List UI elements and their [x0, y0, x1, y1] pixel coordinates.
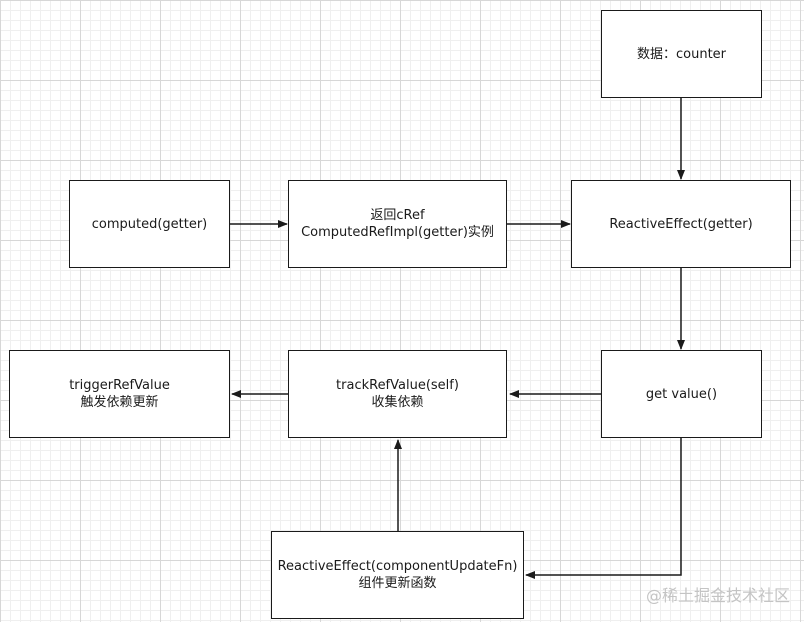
node-trigger-ref-value-line1: triggerRefValue: [69, 378, 170, 393]
node-reactive-effect-getter-label: ReactiveEffect(getter): [609, 216, 753, 232]
node-reactive-effect-component: ReactiveEffect(componentUpdateFn) 组件更新函数: [271, 531, 524, 619]
edge-get-value-to-component-effect: [525, 438, 682, 579]
node-data-counter-label: 数据：counter: [636, 46, 727, 62]
node-data-counter: 数据：counter: [601, 10, 762, 98]
watermark: @稀土掘金技术社区: [645, 586, 790, 605]
node-reactive-effect-component-line2: 组件更新函数: [358, 576, 437, 591]
node-get-value-label: get value(): [645, 386, 718, 402]
node-track-ref-value-line1: trackRefValue(self): [336, 378, 459, 393]
node-computed-ref-impl-line2: ComputedRefImpl(getter)实例: [301, 225, 494, 240]
node-trigger-ref-value: triggerRefValue 触发依赖更新: [9, 350, 230, 438]
node-computed-getter: computed(getter): [69, 180, 230, 268]
node-computed-ref-impl: 返回cRef ComputedRefImpl(getter)实例: [288, 180, 507, 268]
node-reactive-effect-component-line1: ReactiveEffect(componentUpdateFn): [277, 559, 518, 574]
node-get-value: get value(): [601, 350, 762, 438]
node-reactive-effect-getter: ReactiveEffect(getter): [571, 180, 791, 268]
node-trigger-ref-value-line2: 触发依赖更新: [80, 395, 159, 410]
node-track-ref-value-line2: 收集依赖: [371, 395, 424, 410]
node-computed-ref-impl-line1: 返回cRef: [370, 208, 425, 223]
node-track-ref-value: trackRefValue(self) 收集依赖: [288, 350, 507, 438]
node-computed-getter-label: computed(getter): [91, 216, 208, 232]
